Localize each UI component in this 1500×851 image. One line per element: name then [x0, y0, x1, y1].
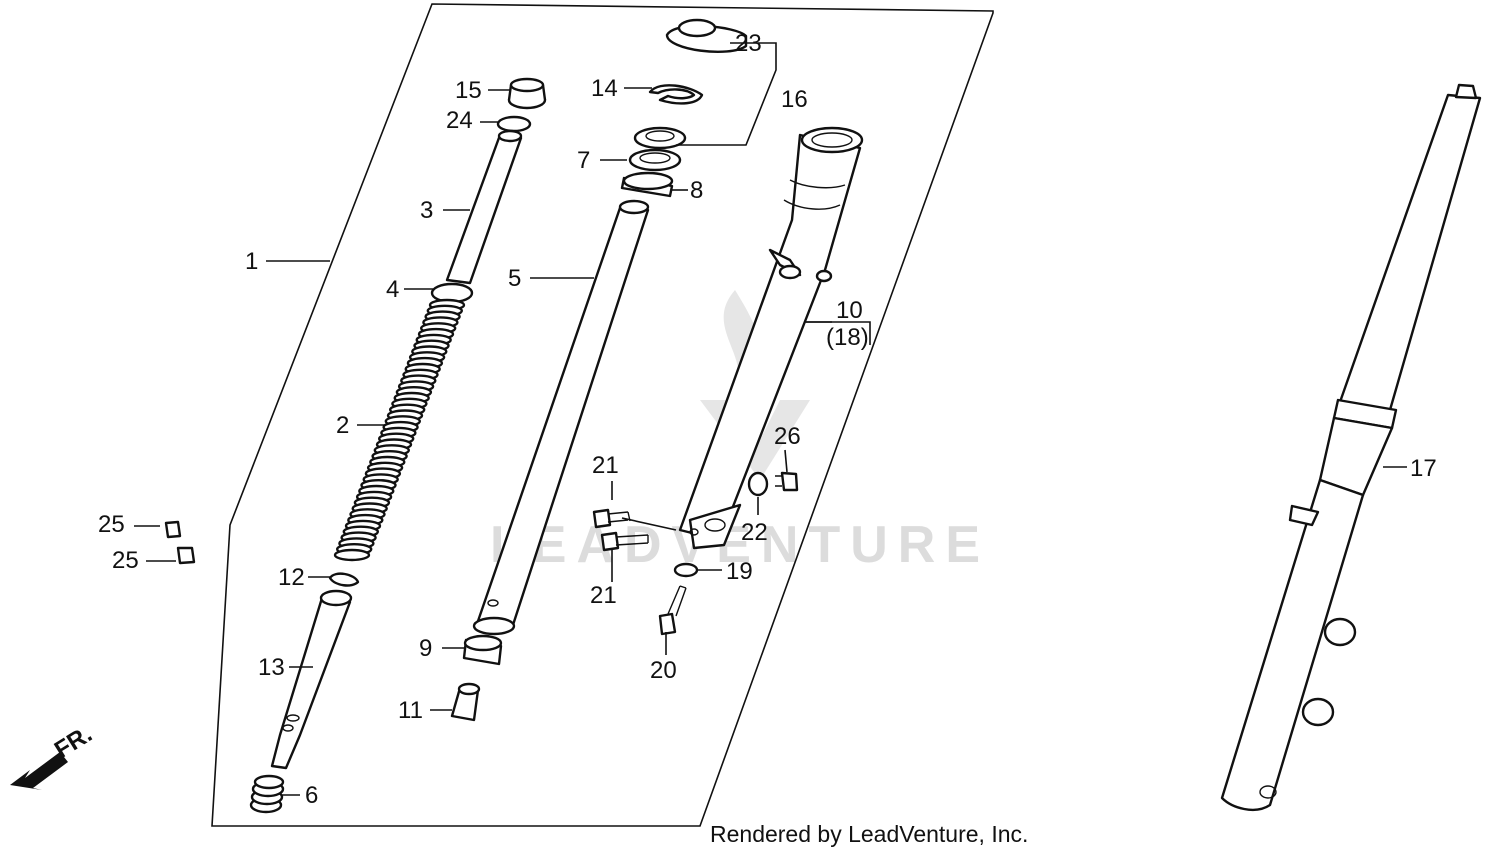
spring-coil — [333, 548, 371, 562]
part-14-stop-ring — [648, 84, 704, 105]
part-26-drain-bolt — [775, 471, 799, 492]
footer-credit: Rendered by LeadVenture, Inc. — [710, 821, 1028, 847]
part-25-bolt-upper — [164, 520, 182, 539]
callout-20: 20 — [650, 657, 677, 684]
part-21-bolt-upper — [592, 508, 631, 529]
callout-26: 26 — [774, 423, 801, 450]
part-23-dust-seal — [665, 18, 748, 53]
part-17-fork-assembly — [1220, 83, 1482, 812]
callout-5: 5 — [508, 265, 521, 292]
part-7-oil-seal — [628, 126, 687, 172]
part-3-spacer — [445, 129, 523, 285]
part-10-fork-slider — [678, 126, 864, 550]
part-21-bolt-lower — [600, 531, 649, 552]
leader-lines — [134, 42, 1407, 796]
callout-21-upper: 21 — [592, 452, 619, 479]
part-12-clip — [328, 572, 360, 587]
front-direction-arrow: FR. — [10, 721, 97, 790]
callout-3: 3 — [420, 197, 433, 224]
callout-23: 23 — [735, 30, 762, 57]
callout-6: 6 — [305, 782, 318, 809]
callout-9: 9 — [419, 635, 432, 662]
callout-25-upper: 25 — [98, 511, 125, 538]
assembly-boundary — [211, 3, 994, 827]
callout-25-lower: 25 — [112, 547, 139, 574]
part-15-cap-bolt — [507, 77, 547, 110]
callout-19: 19 — [726, 558, 753, 585]
callout-1: 1 — [245, 248, 258, 275]
watermark-text: LEADVENTURE — [490, 516, 990, 574]
part-2-fork-spring — [333, 298, 466, 562]
part-20-socket-bolt — [658, 585, 687, 636]
part-25-bolt-lower — [176, 546, 196, 565]
callout-15: 15 — [455, 77, 482, 104]
callout-labels: 1 2 3 4 5 6 7 8 9 10 (18) 11 12 13 14 15… — [98, 30, 1437, 809]
callout-10: 10 — [836, 297, 863, 324]
callout-18: (18) — [826, 324, 869, 351]
part-8-back-up-ring — [620, 171, 674, 198]
part-5-fork-pipe — [472, 199, 650, 636]
callout-22: 22 — [741, 519, 768, 546]
part-22-washer — [747, 471, 769, 497]
callout-11: 11 — [398, 697, 423, 724]
callout-2: 2 — [336, 412, 349, 439]
part-24-o-ring — [496, 115, 532, 133]
callout-21-lower: 21 — [590, 582, 617, 609]
callout-12: 12 — [278, 564, 305, 591]
part-11-oil-lock — [450, 682, 481, 722]
callout-8: 8 — [690, 177, 703, 204]
callout-13: 13 — [258, 654, 285, 681]
part-6-rebound-spring — [249, 774, 285, 814]
callout-17: 17 — [1410, 455, 1437, 482]
callout-24: 24 — [446, 107, 473, 134]
part-19-washer — [673, 562, 699, 578]
part-13-damper-rod — [270, 589, 353, 770]
callout-16: 16 — [781, 86, 808, 113]
callout-7: 7 — [577, 147, 590, 174]
callout-4: 4 — [386, 276, 399, 303]
part-9-bushing — [462, 634, 503, 666]
callout-14: 14 — [591, 75, 618, 102]
